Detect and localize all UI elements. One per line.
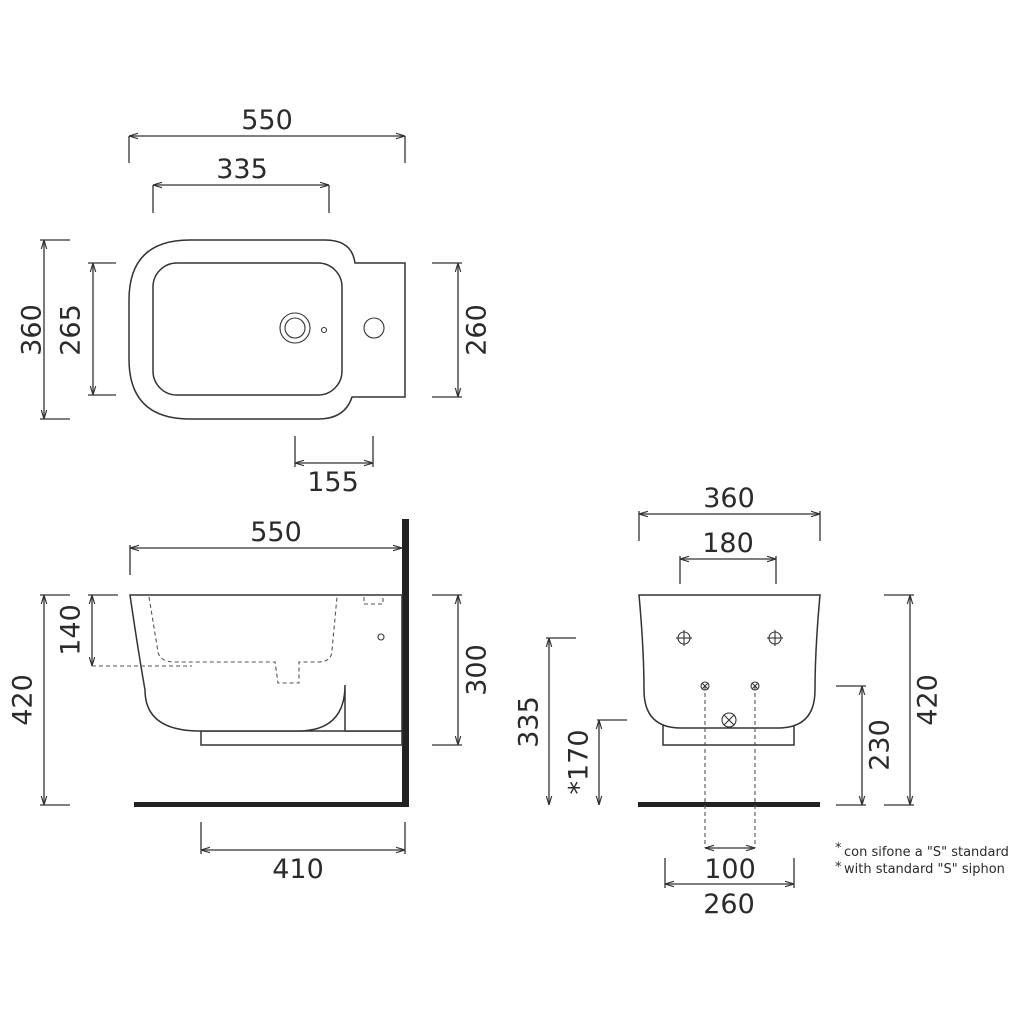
dimension-260-front: 260	[664, 858, 795, 920]
dimension-230: 230	[836, 685, 896, 806]
dimension-300: 300	[432, 594, 493, 746]
dimension-155: 155	[294, 436, 374, 498]
note-asterisk: *	[835, 860, 842, 875]
dimension-label: 260	[703, 889, 755, 920]
side-view: 550 140 420 300 410	[8, 517, 493, 885]
fixing-hole-icon	[767, 630, 783, 646]
dimension-label: 360	[17, 304, 48, 356]
dimension-label: 230	[865, 719, 896, 771]
fixing-hole-icon	[676, 630, 692, 646]
side-view-hidden-bowl	[148, 596, 338, 684]
dimension-label: 410	[272, 854, 324, 885]
dimension-label: 260	[462, 304, 493, 356]
front-view: 360 180 335 *170 230	[514, 483, 944, 920]
dimension-label: 335	[514, 696, 545, 748]
dimension-label: 100	[704, 854, 756, 885]
dimension-420-side: 420	[8, 594, 70, 806]
drain-outlet-icon	[721, 712, 737, 728]
dimension-550-side: 550	[129, 517, 402, 575]
waste-fixing-icon	[700, 681, 710, 691]
dimension-180: 180	[679, 528, 777, 584]
side-view-base	[200, 730, 403, 746]
dimension-label: 155	[307, 467, 359, 498]
side-view-tap-hole-icon	[377, 633, 385, 641]
drain-icon	[279, 312, 311, 344]
waste-fixing-icon	[750, 681, 760, 691]
dimension-170: *170	[564, 719, 627, 805]
side-view-hidden-rim	[363, 597, 384, 605]
dimension-100: 100	[704, 848, 756, 885]
dimension-420-front: 420	[884, 594, 944, 806]
dimension-label: 300	[462, 644, 493, 696]
wall	[402, 519, 409, 807]
siphon-note: * con sifone a "S" standard * with stand…	[835, 841, 1009, 877]
note-asterisk: *	[835, 841, 842, 856]
dimension-335: 335	[152, 154, 330, 213]
overflow-hole-icon	[320, 326, 328, 334]
top-view: 550 335 360 265 260	[17, 105, 493, 498]
dimension-410: 410	[200, 822, 406, 885]
dimension-label: 420	[913, 674, 944, 726]
front-floor	[638, 802, 820, 807]
tap-hole-icon	[363, 317, 385, 339]
dimension-265: 265	[56, 262, 116, 396]
dimension-550-top: 550	[128, 105, 406, 163]
dimension-label: 550	[241, 105, 293, 136]
side-view-outline	[129, 594, 403, 732]
dimension-label: 140	[56, 604, 87, 656]
dimension-360-front: 360	[638, 483, 821, 541]
dimension-label: 180	[702, 528, 754, 559]
dimension-label: 265	[56, 304, 87, 356]
dimension-label: 335	[216, 154, 268, 185]
dimension-label: 360	[703, 483, 755, 514]
dimension-label: *170	[564, 729, 595, 794]
note-line-english: with standard "S" siphon	[844, 862, 1005, 877]
front-view-outline	[638, 594, 821, 729]
dimension-360-top: 360	[17, 239, 70, 420]
dimension-label: 550	[250, 517, 302, 548]
floor	[134, 802, 409, 807]
dimension-label: 420	[8, 674, 39, 726]
dimension-140: 140	[56, 594, 118, 666]
top-view-bowl	[152, 262, 343, 396]
dimension-335-front: 335	[514, 637, 576, 805]
note-line-italian: con sifone a "S" standard	[844, 845, 1009, 860]
dimension-260-top: 260	[432, 262, 493, 398]
